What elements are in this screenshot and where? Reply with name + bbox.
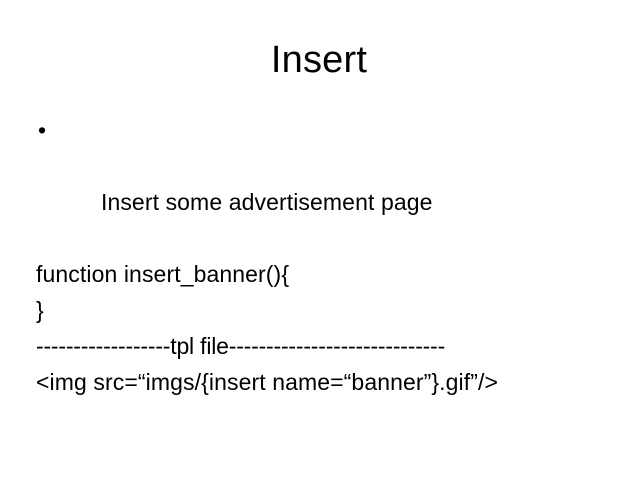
code-line-function-close: } xyxy=(36,297,44,323)
code-line-function-open: function insert_banner(){ xyxy=(36,261,290,287)
bullet-icon: • xyxy=(38,117,47,143)
slide-body: • Insert some advertisement page functio… xyxy=(36,112,616,400)
code-line-tpl-file-separator: ------------------tpl file--------------… xyxy=(36,333,446,359)
list-item: • Insert some advertisement page xyxy=(36,112,616,256)
code-line-img-tag: <img src=“imgs/{insert name=“banner”}.gi… xyxy=(36,369,499,395)
page-title: Insert xyxy=(270,39,368,81)
list-item-label: Insert some advertisement page xyxy=(100,189,433,215)
